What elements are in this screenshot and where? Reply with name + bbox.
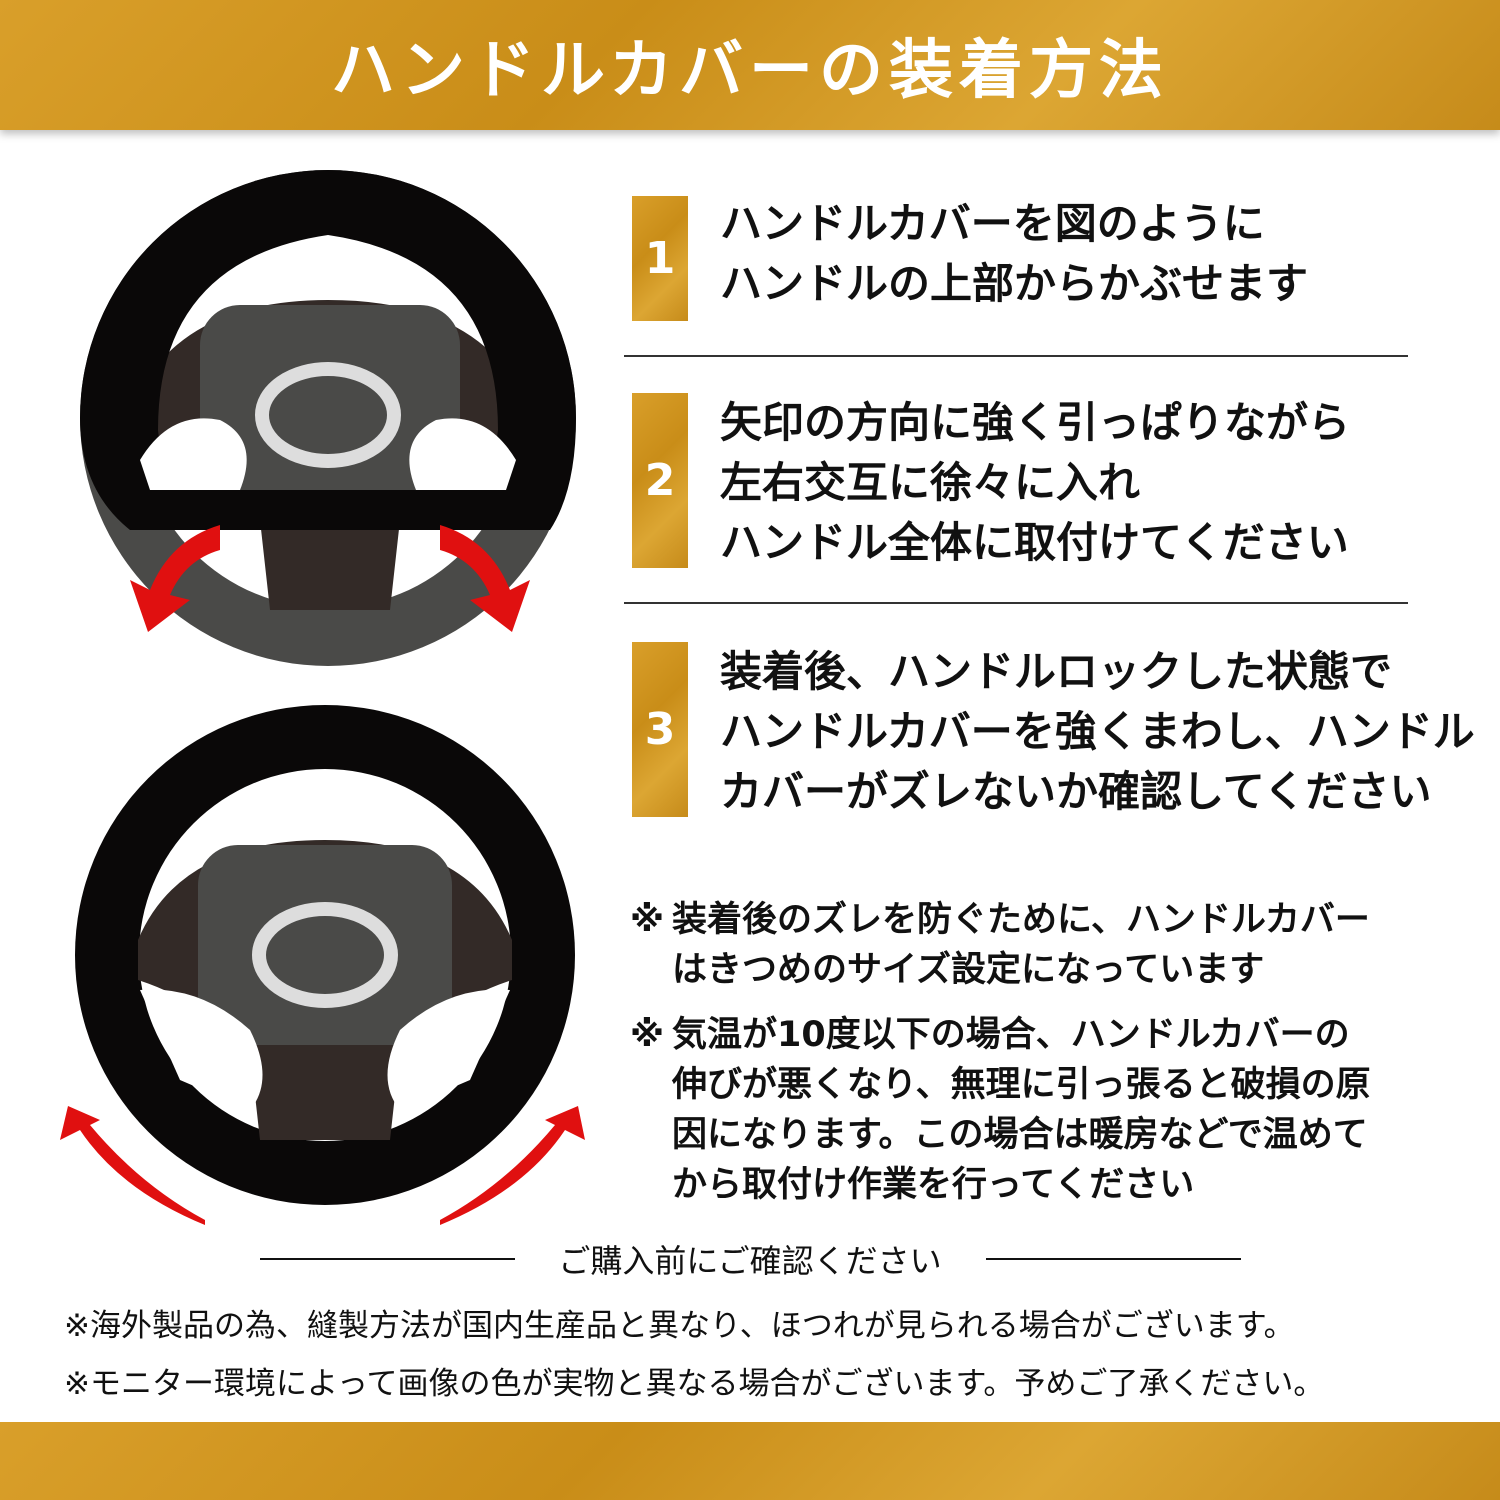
step-1: 1 ハンドルカバーを図のように ハンドルの上部からかぶせます (632, 196, 1412, 321)
step-line: カバーがズレないか確認してください (720, 767, 1432, 816)
note-line: 気温が10度以下の場合、ハンドルカバーの (672, 1015, 1350, 1055)
notice-item: ※モニター環境によって画像の色が実物と異なる場合がございます。予めご了承ください… (64, 1366, 1325, 1402)
divider (624, 602, 1408, 604)
step-line: 装着後、ハンドルロックした状態で (720, 647, 1393, 696)
confirm-heading: ご購入前にご確認ください (558, 1242, 942, 1280)
steering-wheel-step3-illustration (60, 705, 585, 1225)
header-banner: ハンドルカバーの装着方法 (0, 0, 1500, 130)
divider (624, 355, 1408, 357)
note-line: から取付け作業を行ってください (672, 1165, 1195, 1205)
notice-item: ※海外製品の為、縫製方法が国内生産品と異なり、ほつれが見られる場合がございます。 (64, 1308, 1295, 1344)
step-number-badge: 3 (632, 642, 688, 817)
step-line: ハンドル全体に取付けてください (720, 518, 1349, 567)
step-line: 矢印の方向に強く引っぱりながら (720, 398, 1351, 447)
step-3: 3 装着後、ハンドルロックした状態で ハンドルカバーを強くまわし、ハンドル カバ… (632, 642, 1475, 817)
note-1: ※ 装着後のズレを防ぐために、ハンドルカバー はきつめのサイズ設定になっています (630, 895, 1370, 995)
step-text: 矢印の方向に強く引っぱりながら 左右交互に徐々に入れ ハンドル全体に取付けてくだ… (720, 393, 1350, 573)
note-mark: ※ (630, 900, 665, 940)
note-mark: ※ (630, 1015, 665, 1055)
steering-wheel-step1-illustration (80, 170, 576, 666)
confirm-rule-right (986, 1258, 1241, 1260)
page-title: ハンドルカバーの装着方法 (330, 34, 1170, 108)
step-2: 2 矢印の方向に強く引っぱりながら 左右交互に徐々に入れ ハンドル全体に取付けて… (632, 393, 1412, 568)
note-line: はきつめのサイズ設定になっています (672, 950, 1265, 990)
step-line: ハンドルカバーを図のように (720, 199, 1265, 248)
note-line: 因になります。この場合は暖房などで温めて (672, 1115, 1368, 1155)
step-number-badge: 1 (632, 196, 688, 321)
confirm-rule-left (260, 1258, 515, 1260)
note-2: ※ 気温が10度以下の場合、ハンドルカバーの 伸びが悪くなり、無理に引っ張ると破… (630, 1010, 1371, 1210)
note-line: 装着後のズレを防ぐために、ハンドルカバー (672, 900, 1370, 940)
step-line: ハンドルの上部からかぶせます (720, 259, 1309, 308)
step-text: ハンドルカバーを図のように ハンドルの上部からかぶせます (720, 194, 1308, 314)
step-line: 左右交互に徐々に入れ (720, 458, 1141, 507)
step-number-badge: 2 (632, 393, 688, 568)
step-line: ハンドルカバーを強くまわし、ハンドル (720, 707, 1475, 756)
note-line: 伸びが悪くなり、無理に引っ張ると破損の原 (672, 1065, 1371, 1105)
footer-banner (0, 1422, 1500, 1500)
step-text: 装着後、ハンドルロックした状態で ハンドルカバーを強くまわし、ハンドル カバーが… (720, 642, 1475, 822)
